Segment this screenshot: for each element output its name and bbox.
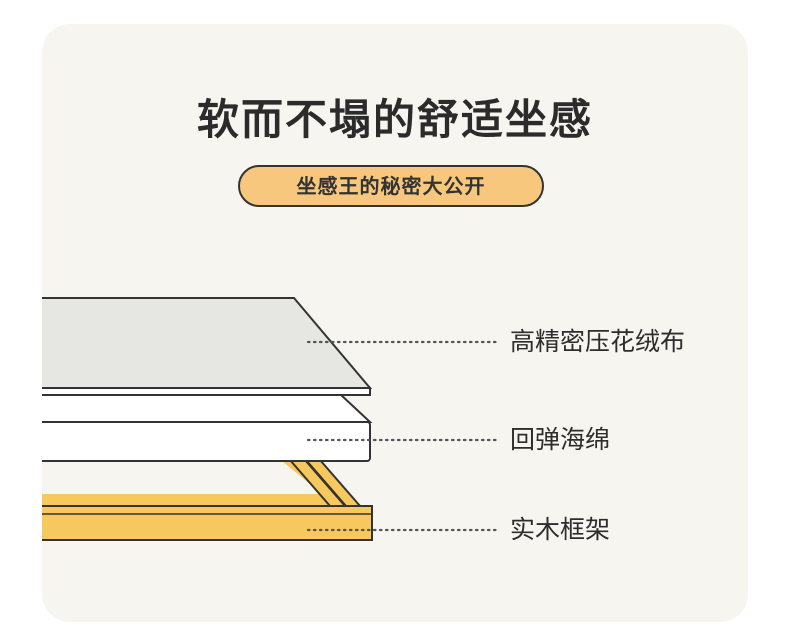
fabric-layer-graphic — [42, 297, 373, 396]
subtitle-badge: 坐感王的秘密大公开 — [238, 165, 544, 207]
feature-card: 软而不塌的舒适坐感 坐感王的秘密大公开 高精密压花绒布 回弹海绵 实木框架 — [42, 24, 748, 622]
layer-diagram — [42, 297, 502, 541]
frame-layer-graphic — [42, 456, 373, 541]
page-title: 软而不塌的舒适坐感 — [196, 95, 593, 144]
sponge-layer-label: 回弹海绵 — [510, 425, 611, 454]
sponge-layer-graphic — [42, 393, 373, 462]
frame-layer-label: 实木框架 — [510, 515, 611, 544]
fabric-layer-label: 高精密压花绒布 — [510, 327, 686, 356]
